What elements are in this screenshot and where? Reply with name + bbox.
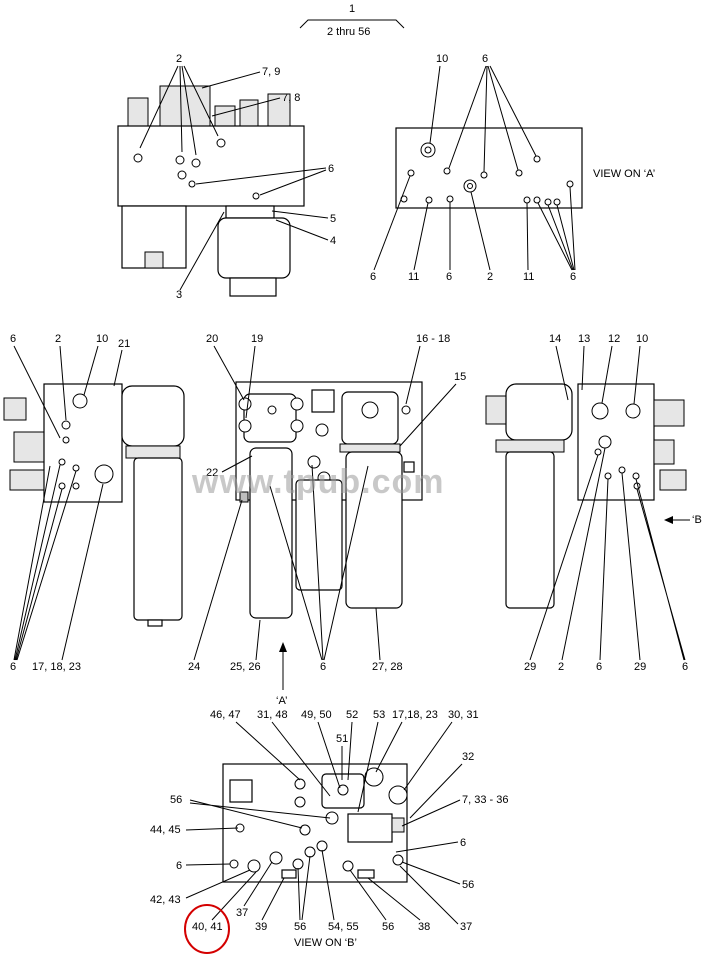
- manifold-block-right: [577, 383, 655, 501]
- callout: 15: [454, 371, 466, 383]
- callout: 56: [462, 879, 474, 891]
- manifold-face-a: [395, 127, 583, 209]
- view-a: VIEW ON ‘A’: [395, 127, 655, 209]
- assembly-number: 1: [349, 3, 355, 15]
- callout: 38: [418, 921, 430, 933]
- callout: 24: [188, 661, 200, 673]
- top-front-view: [117, 85, 305, 297]
- callout: 7, 8: [282, 92, 300, 104]
- callout: 27, 28: [372, 661, 403, 673]
- top-front-callouts: 2 7, 9 7, 8 6 5 4 3: [139, 53, 336, 301]
- callout: 29: [634, 661, 646, 673]
- callout: 16 - 18: [416, 333, 450, 345]
- mid-center-view: ‘A’: [235, 381, 423, 707]
- callout: 6: [596, 661, 602, 673]
- callout: 6: [370, 271, 376, 283]
- callout: 6: [446, 271, 452, 283]
- view-a-callouts: 10 6 6 11 6 2 11 6: [370, 53, 576, 283]
- callout: 37: [460, 921, 472, 933]
- mid-left-view: [3, 383, 185, 627]
- mid-left-callouts: 6 2 10 21 6 17, 18, 23: [10, 333, 130, 673]
- mid-center-callouts: 20 19 16 - 18 15 22 24 25, 26 6 27, 28: [188, 333, 466, 673]
- callout: 49, 50: [301, 709, 332, 721]
- callout: 3: [176, 289, 182, 301]
- callout: 6: [328, 163, 334, 175]
- callout: 6: [320, 661, 326, 673]
- callout: 46, 47: [210, 709, 241, 721]
- callout: 6: [460, 837, 466, 849]
- arrow-a-label: ‘A’: [276, 695, 287, 707]
- callout: 4: [330, 235, 336, 247]
- callout: 13: [578, 333, 590, 345]
- callout: 42, 43: [150, 894, 181, 906]
- callout: 10: [96, 333, 108, 345]
- view-b-callouts: 46, 47 31, 48 49, 50 52 53 17,18, 23 30,…: [150, 709, 508, 954]
- callout: 14: [549, 333, 561, 345]
- callout: 6: [10, 661, 16, 673]
- callout: 11: [408, 271, 419, 283]
- mid-right-callouts: 14 13 12 10 29 2 6 29 6: [524, 333, 688, 673]
- callout: 10: [636, 333, 648, 345]
- callout: 32: [462, 751, 474, 763]
- callout: 19: [251, 333, 263, 345]
- callout: 21: [118, 338, 130, 350]
- callout: 56: [294, 921, 306, 933]
- callout: 44, 45: [150, 824, 181, 836]
- assembly-header: 1 2 thru 56: [299, 3, 405, 38]
- arrow-b-label: ‘B: [692, 514, 702, 526]
- callout: 22: [206, 467, 218, 479]
- callout: 56: [382, 921, 394, 933]
- callout: 2: [558, 661, 564, 673]
- mid-right-view: ‘B: [485, 383, 702, 609]
- callout: 7, 33 - 36: [462, 794, 508, 806]
- callout: 10: [436, 53, 448, 65]
- callout: 2: [487, 271, 493, 283]
- callout: 20: [206, 333, 218, 345]
- callout: 25, 26: [230, 661, 261, 673]
- callout: 6: [176, 860, 182, 872]
- callout: 51: [336, 733, 348, 745]
- callout: 56: [170, 794, 182, 806]
- callout: 17, 18, 23: [32, 661, 81, 673]
- callout: 6: [10, 333, 16, 345]
- callout: 37: [236, 907, 248, 919]
- callout: 11: [523, 271, 534, 283]
- callout: 31, 48: [257, 709, 288, 721]
- callout: 12: [608, 333, 620, 345]
- highlighted-callout: 40, 41: [192, 921, 223, 933]
- callout: 53: [373, 709, 385, 721]
- assembly-range: 2 thru 56: [327, 26, 370, 38]
- callout: 52: [346, 709, 358, 721]
- callout: 39: [255, 921, 267, 933]
- callout: 6: [570, 271, 576, 283]
- view-b-caption: VIEW ON ‘B’: [294, 937, 357, 949]
- callout: 6: [682, 661, 688, 673]
- callout: 2: [55, 333, 61, 345]
- callout: 2: [176, 53, 182, 65]
- callout: 5: [330, 213, 336, 225]
- callout: 29: [524, 661, 536, 673]
- watermark: www.tpub.com: [191, 463, 445, 501]
- highlight-circle: [184, 904, 230, 954]
- view-a-caption: VIEW ON ‘A’: [593, 168, 655, 180]
- callout: 30, 31: [448, 709, 479, 721]
- callout: 7, 9: [262, 66, 280, 78]
- callout: 17,18, 23: [392, 709, 438, 721]
- view-b: VIEW ON ‘B’: [222, 763, 408, 949]
- callout: 6: [482, 53, 488, 65]
- callout: 54, 55: [328, 921, 359, 933]
- manifold-block: [117, 125, 305, 207]
